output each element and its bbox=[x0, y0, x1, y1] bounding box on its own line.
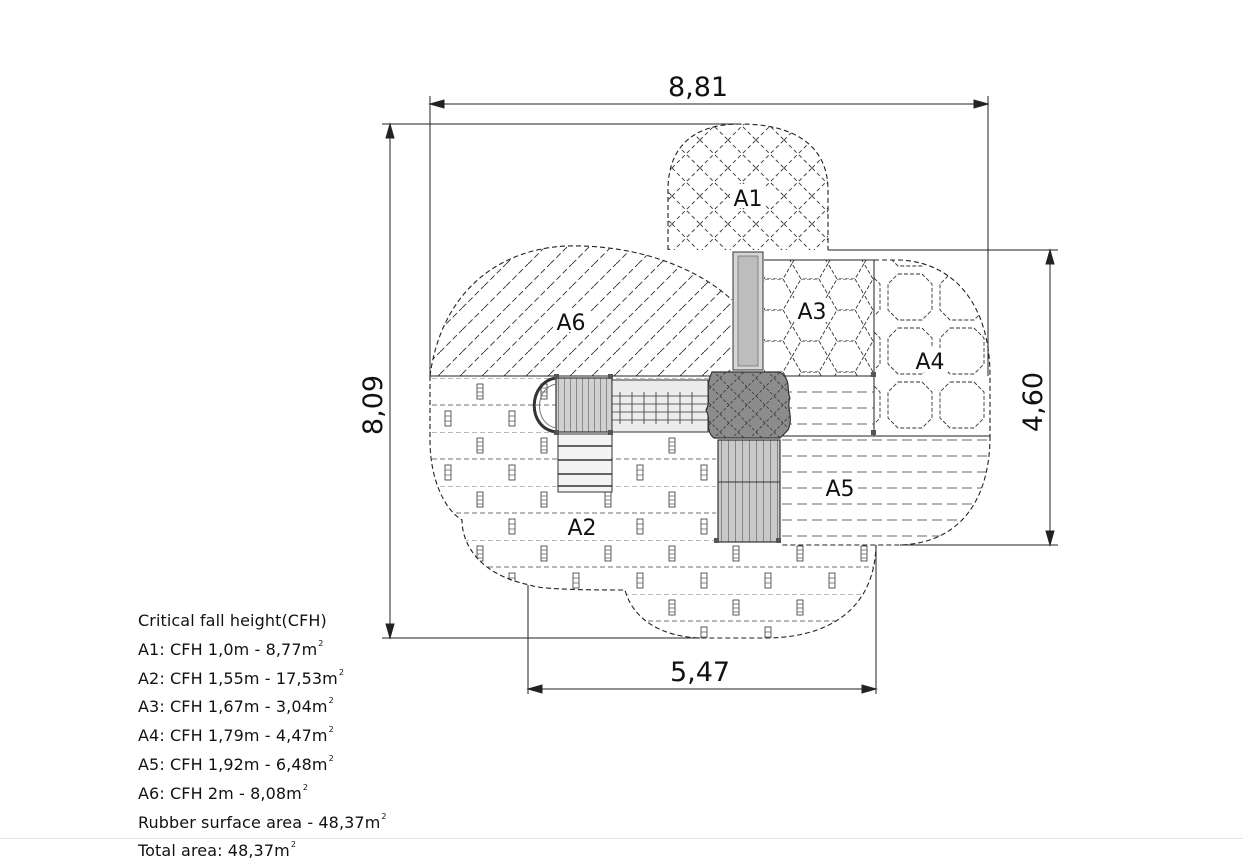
playground-equipment bbox=[532, 251, 876, 543]
slide-bottom bbox=[717, 439, 781, 543]
legend-row-a4: A4: CFH 1,79m - 4,47m2 bbox=[138, 725, 334, 746]
page-bottom-divider bbox=[0, 838, 1243, 839]
dimension-overall-width: 8,81 bbox=[668, 72, 728, 103]
legend-row-a3: A3: CFH 1,67m - 3,04m2 bbox=[138, 696, 334, 717]
dimension-bottom-width: 5,47 bbox=[670, 657, 730, 688]
area-label-a1: A1 bbox=[733, 187, 762, 212]
ladder bbox=[557, 433, 613, 493]
dimension-right-height: 4,60 bbox=[1018, 372, 1049, 432]
dimension-lines bbox=[382, 96, 1058, 694]
area-label-a3: A3 bbox=[797, 300, 826, 325]
critical-fall-height-legend: Critical fall height(CFH) A1: CFH 1,0m -… bbox=[138, 610, 387, 863]
legend-title: Critical fall height(CFH) bbox=[138, 611, 327, 630]
legend-row-a1: A1: CFH 1,0m - 8,77m2 bbox=[138, 638, 324, 659]
dimension-overall-height: 8,09 bbox=[358, 375, 389, 435]
legend-row-a2: A2: CFH 1,55m - 17,53m2 bbox=[138, 667, 345, 688]
curved-rail bbox=[532, 376, 557, 434]
area-label-a4: A4 bbox=[915, 350, 944, 375]
legend-row-rubber-surface: Rubber surface area - 48,37m2 bbox=[138, 811, 387, 832]
legend-row-a6: A6: CFH 2m - 8,08m2 bbox=[138, 782, 309, 803]
tower-roof bbox=[705, 371, 791, 439]
playground-safety-zone-drawing: 8,81 8,09 4,60 5,47 A1 A6 A3 A4 A5 A2 bbox=[358, 72, 1058, 694]
legend-row-a5: A5: CFH 1,92m - 6,48m2 bbox=[138, 753, 334, 774]
platform-left bbox=[555, 377, 613, 433]
area-label-a2: A2 bbox=[567, 516, 596, 541]
zone-boundaries bbox=[430, 259, 990, 437]
area-label-a5: A5 bbox=[825, 477, 854, 502]
area-label-a6: A6 bbox=[556, 311, 585, 336]
bridge bbox=[611, 379, 709, 433]
